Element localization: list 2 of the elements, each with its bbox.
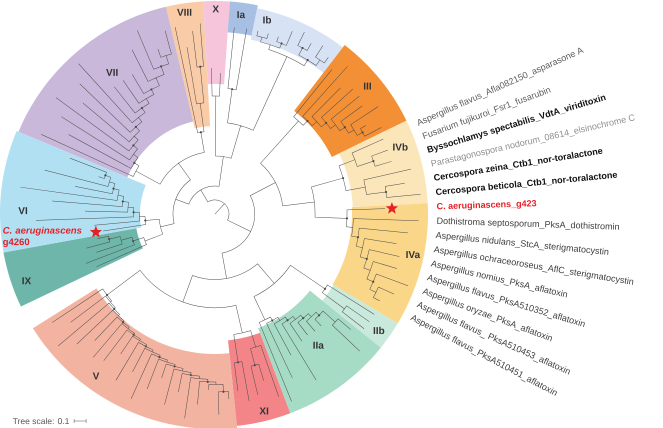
leaf-label: Dothistroma septosporum_PksA_dothistromin [437, 218, 619, 230]
leaf-label: C. aeruginascens_g423 [436, 200, 536, 210]
